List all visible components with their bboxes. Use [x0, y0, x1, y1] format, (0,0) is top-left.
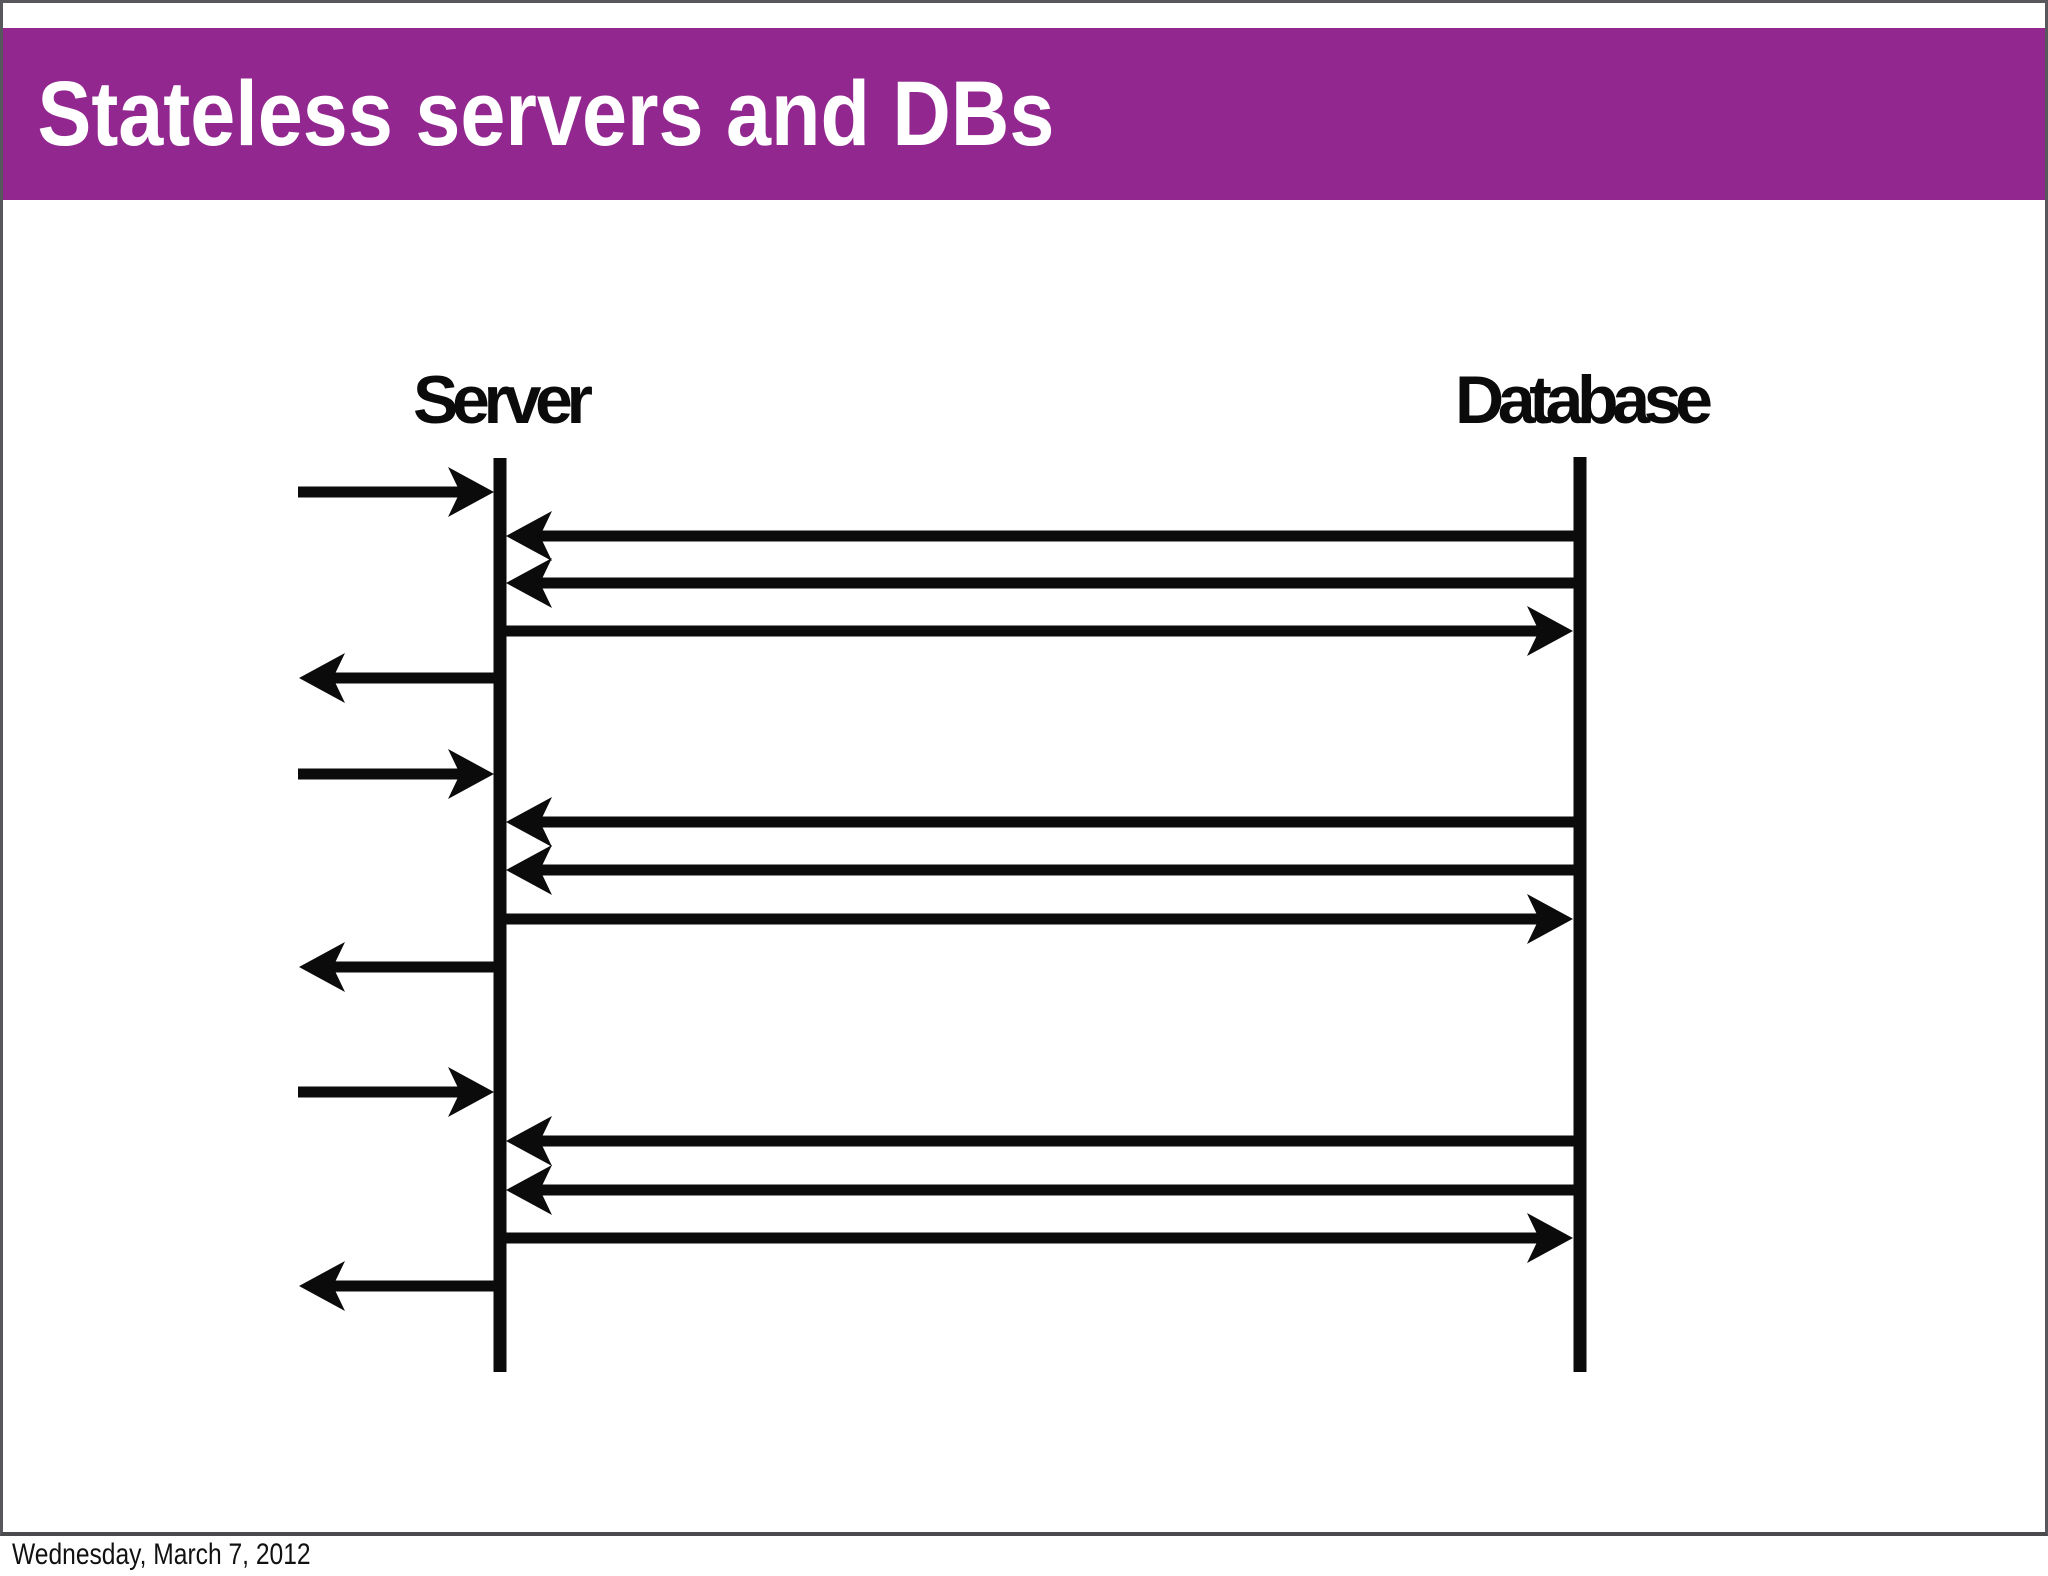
slide-title: Stateless servers and DBs [37, 62, 1055, 165]
footer-date: Wednesday, March 7, 2012 [12, 1538, 311, 1571]
slide-frame: Stateless servers and DBs [0, 0, 2048, 1536]
title-bar: Stateless servers and DBs [3, 28, 2045, 200]
